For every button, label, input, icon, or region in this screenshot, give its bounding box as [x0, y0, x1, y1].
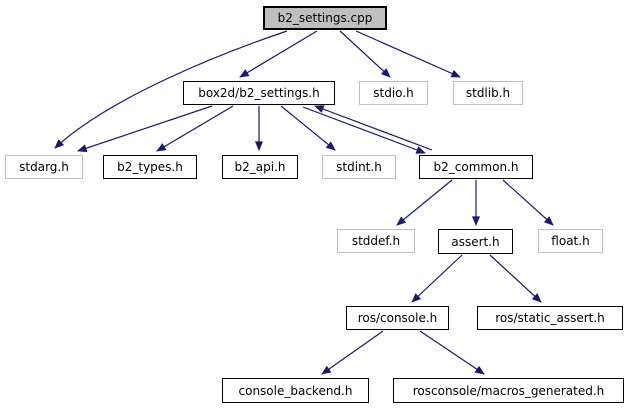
node-console-backend-h[interactable]: console_backend.h — [222, 378, 369, 403]
edge-b2common-float — [502, 179, 554, 226]
node-ros-console-h[interactable]: ros/console.h — [346, 306, 449, 330]
node-b2-settings-cpp[interactable]: b2_settings.cpp — [263, 6, 387, 30]
node-stdlib-h: stdlib.h — [453, 81, 523, 105]
edge-cpp-stdlib — [355, 30, 461, 78]
edge-assert-staticassert — [489, 254, 542, 303]
edge-b2common-stddef — [396, 179, 453, 226]
edge-b2settings-stdint — [280, 105, 336, 151]
edge-assert-rosconsole — [411, 254, 463, 303]
node-b2-common-h[interactable]: b2_common.h — [419, 155, 533, 179]
edge-cpp-stdarg — [54, 30, 288, 149]
edge-rosconsole-backend — [321, 330, 384, 375]
edge-b2common-b2settings — [314, 105, 433, 151]
node-float-h: float.h — [538, 229, 603, 253]
node-stdio-h: stdio.h — [359, 81, 428, 105]
node-box2d-b2-settings-h[interactable]: box2d/b2_settings.h — [183, 81, 335, 105]
node-stdarg-h: stdarg.h — [5, 155, 83, 179]
node-b2-api-h[interactable]: b2_api.h — [222, 155, 298, 179]
node-rosconsole-macros-generated-h[interactable]: rosconsole/macros_generated.h — [393, 378, 624, 403]
node-ros-static-assert-h[interactable]: ros/static_assert.h — [477, 306, 623, 330]
node-assert-h[interactable]: assert.h — [438, 229, 513, 254]
edge-cpp-b2settings — [239, 30, 318, 78]
edge-b2settings-b2common — [302, 106, 426, 154]
edge-b2settings-b2types — [156, 105, 234, 152]
edge-rosconsole-macros — [419, 330, 485, 375]
edge-b2settings-stdarg — [77, 105, 213, 153]
edge-cpp-stdio — [339, 30, 391, 78]
node-stdint-h: stdint.h — [322, 155, 396, 179]
node-b2-types-h[interactable]: b2_types.h — [103, 155, 197, 179]
node-stddef-h: stddef.h — [337, 229, 415, 253]
